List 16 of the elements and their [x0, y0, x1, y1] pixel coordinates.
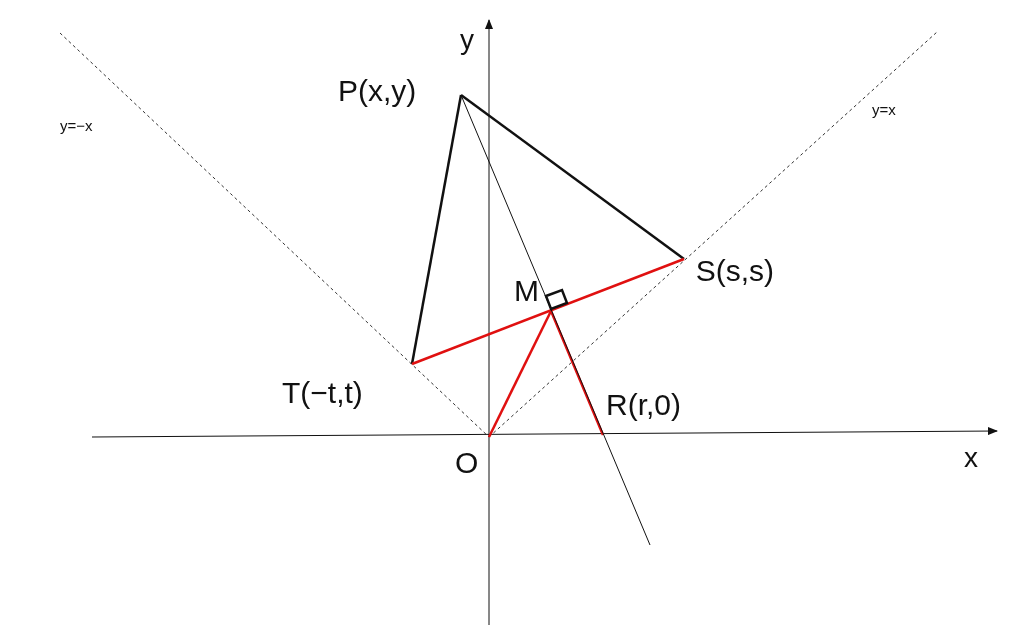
axis-label: y	[460, 26, 474, 54]
point-label: M	[514, 276, 539, 306]
line-segment	[410, 94, 463, 365]
point-label: S(s,s)	[695, 256, 774, 286]
line-segment	[411, 257, 685, 366]
line-segment	[549, 310, 605, 436]
point-label: R(r,0)	[606, 390, 681, 420]
axis-label: x	[964, 444, 978, 472]
point-label: P(x,y)	[338, 76, 417, 106]
axis-label: y=x	[872, 102, 896, 117]
line-segment	[460, 94, 685, 260]
line-segment	[460, 94, 651, 546]
line-segment	[487, 310, 553, 438]
axis-label: y=−x	[60, 118, 93, 133]
point-label: O	[455, 448, 479, 478]
point-label: T(−t,t)	[282, 378, 363, 408]
